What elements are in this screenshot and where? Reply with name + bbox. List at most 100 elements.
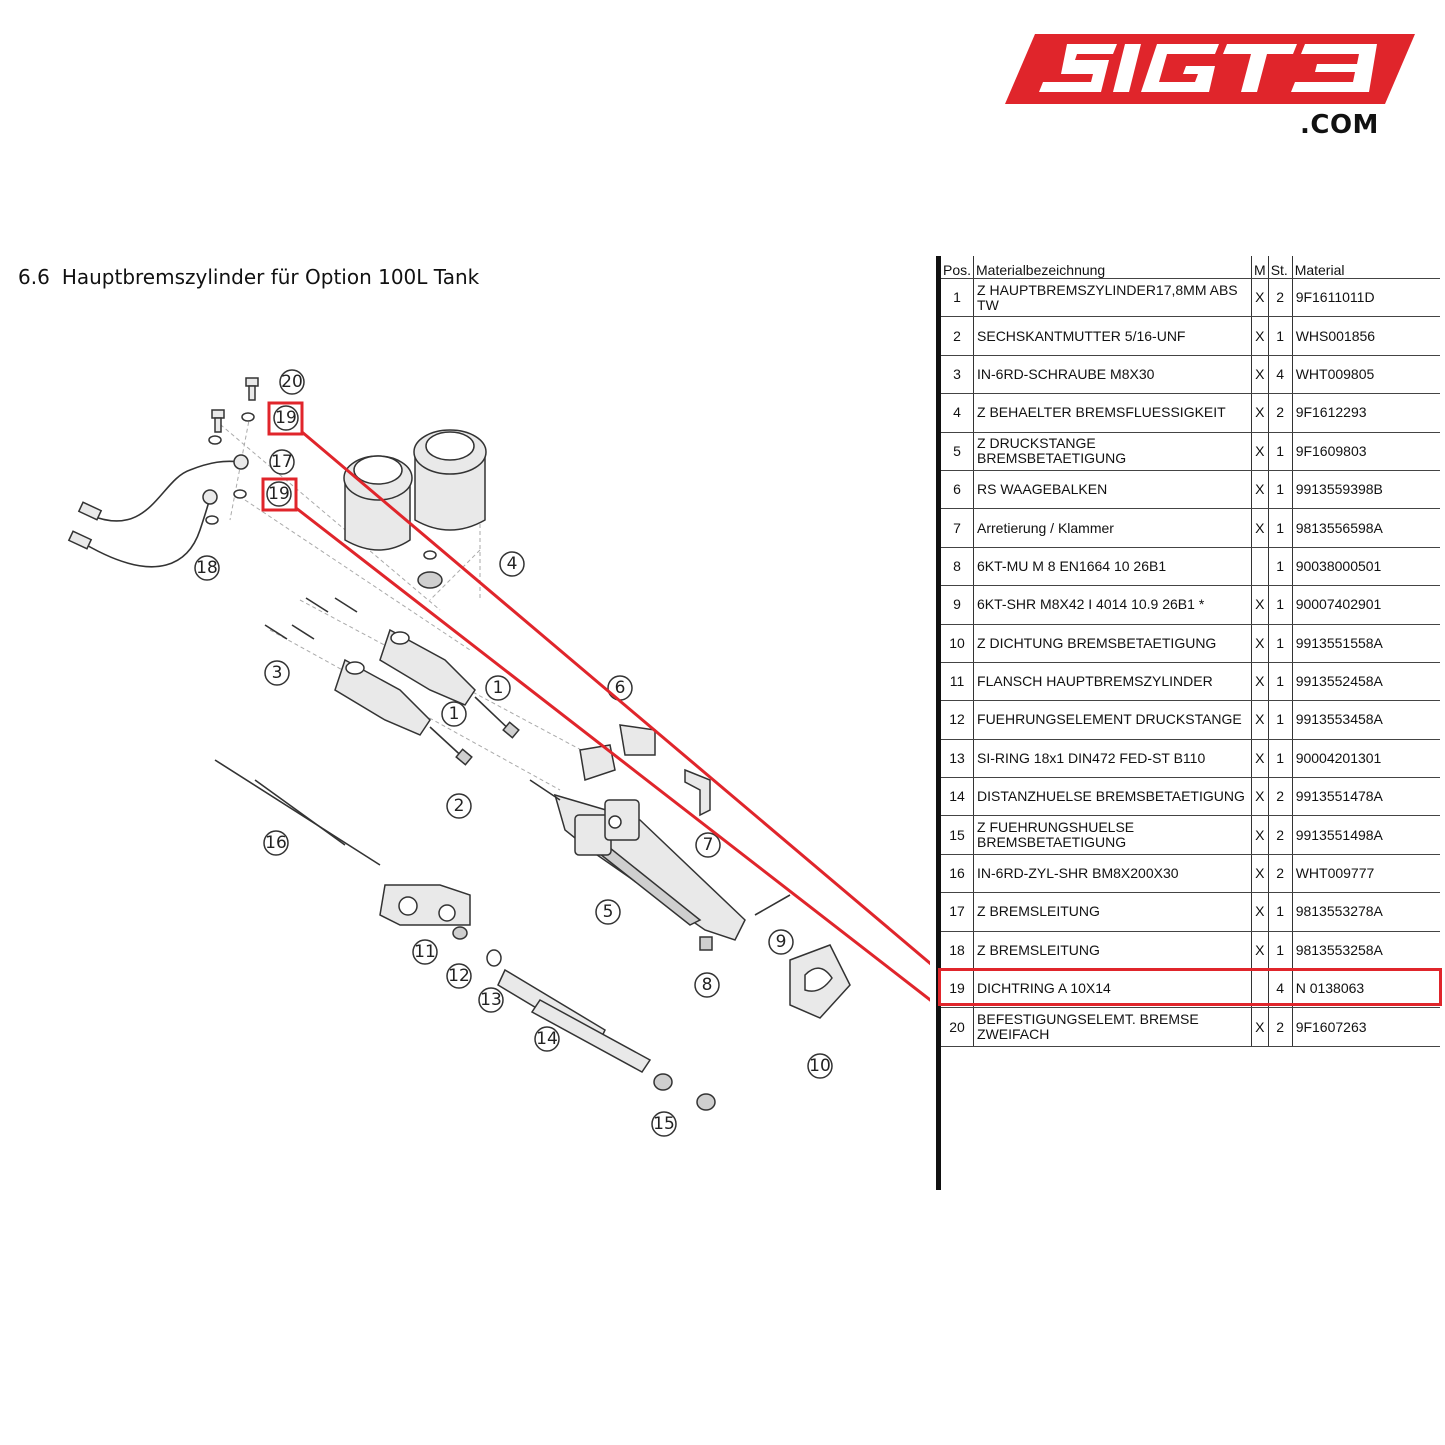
gasket — [789, 944, 851, 1019]
svg-text:7: 7 — [703, 835, 714, 855]
cell-material[interactable]: 9813556598A — [1291, 508, 1441, 548]
cell-m: X — [1251, 931, 1269, 971]
cell-desc: IN-6RD-ZYL-SHR BM8X200X30 — [973, 854, 1252, 894]
callout-19-a: 19 — [273, 405, 299, 431]
cell-desc: IN-6RD-SCHRAUBE M8X30 — [973, 355, 1252, 395]
cell-desc: RS WAAGEBALKEN — [973, 470, 1252, 510]
header-description: Materialbezeichnung — [973, 256, 1252, 279]
cell-qty: 2 — [1267, 278, 1293, 318]
cell-material[interactable]: WHT009805 — [1291, 355, 1441, 395]
cell-material[interactable]: 9F1607263 — [1291, 1007, 1441, 1047]
cell-material[interactable]: 90038000501 — [1291, 547, 1441, 587]
cell-pos: 12 — [941, 700, 974, 740]
callout-20: 20 — [279, 369, 305, 395]
callout-13: 13 — [478, 987, 504, 1013]
cell-desc: DICHTRING A 10X14 — [973, 969, 1252, 1009]
header-material: Material — [1291, 256, 1441, 279]
cell-material[interactable]: 9F1612293 — [1291, 393, 1441, 433]
cell-material[interactable]: 9913551478A — [1291, 777, 1441, 817]
cell-m: X — [1251, 892, 1269, 932]
parts-table: Pos. Materialbezeichnung M St. Material … — [941, 256, 1441, 1047]
cell-m: X — [1251, 508, 1269, 548]
svg-text:13: 13 — [480, 990, 502, 1010]
cell-material[interactable]: 9913552458A — [1291, 662, 1441, 702]
cell-qty: 1 — [1267, 547, 1293, 587]
cell-qty: 2 — [1267, 815, 1293, 855]
cell-material[interactable]: 9913553458A — [1291, 700, 1441, 740]
cell-desc: BEFESTIGUNGSELEMT. BREMSE ZWEIFACH — [973, 1007, 1252, 1047]
cell-material[interactable]: 90007402901 — [1291, 585, 1441, 625]
cell-m — [1251, 547, 1269, 587]
svg-text:19: 19 — [275, 408, 297, 428]
balance-beam-assembly — [529, 724, 791, 951]
cell-m: X — [1251, 432, 1269, 471]
sleeves — [497, 968, 716, 1111]
cell-material[interactable]: 9913551498A — [1291, 815, 1441, 855]
callout-16: 16 — [263, 830, 289, 856]
cell-material[interactable]: WHT009777 — [1291, 854, 1441, 894]
callout-5: 5 — [595, 899, 621, 925]
header-qty: St. — [1267, 256, 1293, 279]
callout-9: 9 — [768, 929, 794, 955]
cell-material[interactable]: 9F1611011D — [1291, 278, 1441, 318]
cell-qty: 1 — [1267, 624, 1293, 663]
cell-material[interactable]: 9813553278A — [1291, 892, 1441, 932]
callout-6: 6 — [607, 675, 633, 701]
svg-text:1: 1 — [493, 678, 504, 698]
cell-material[interactable]: 9913551558A — [1291, 624, 1441, 663]
callout-11: 11 — [412, 939, 438, 965]
cell-qty: 2 — [1267, 1007, 1293, 1047]
svg-text:3: 3 — [272, 663, 283, 683]
cell-desc: Z HAUPTBREMSZYLINDER17,8MM ABS TW — [973, 278, 1252, 318]
cell-qty: 4 — [1267, 355, 1293, 395]
cylinder-screws-long — [214, 759, 381, 866]
cell-qty: 1 — [1267, 662, 1293, 702]
callout-4: 4 — [499, 551, 525, 577]
cell-qty: 1 — [1267, 470, 1293, 510]
cell-pos: 2 — [941, 316, 974, 356]
svg-text:12: 12 — [448, 966, 470, 986]
svg-text:2: 2 — [454, 796, 465, 816]
cell-material[interactable]: 90004201301 — [1291, 739, 1441, 779]
cell-pos: 7 — [941, 508, 974, 548]
cell-qty: 1 — [1267, 739, 1293, 779]
cell-material[interactable]: 9813553258A — [1291, 931, 1441, 971]
cell-desc: Z BREMSLEITUNG — [973, 892, 1252, 932]
brand-logo[interactable] — [1005, 34, 1415, 144]
cell-pos: 13 — [941, 739, 974, 779]
svg-text:19: 19 — [268, 484, 290, 504]
svg-text:6: 6 — [615, 678, 626, 698]
cell-material[interactable]: N 0138063 — [1291, 969, 1441, 1009]
cell-material[interactable]: 9F1609803 — [1291, 432, 1441, 471]
callout-8: 8 — [694, 972, 720, 998]
cell-pos: 3 — [941, 355, 974, 395]
cell-qty: 2 — [1267, 393, 1293, 433]
flange-assembly — [379, 884, 502, 967]
cell-material[interactable]: WHS001856 — [1291, 316, 1441, 356]
callout-15: 15 — [651, 1111, 677, 1137]
screws — [264, 597, 358, 640]
cell-material[interactable]: 9913559398B — [1291, 470, 1441, 510]
svg-text:10: 10 — [809, 1056, 831, 1076]
connector-line-a — [301, 430, 930, 966]
